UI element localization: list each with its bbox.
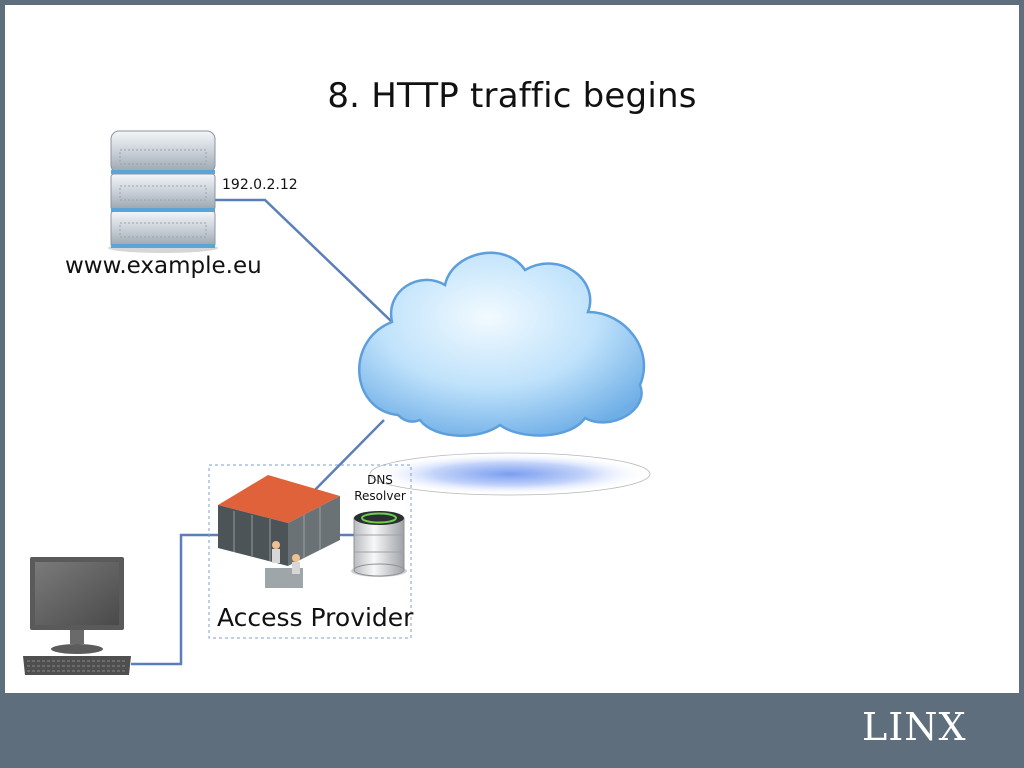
dns-label-line2: Resolver (354, 489, 406, 503)
web-server-icon (108, 130, 218, 253)
linx-logo-text: LINX (862, 705, 967, 749)
link-cloud-to-access-provider (304, 419, 385, 501)
dns-resolver-icon (351, 511, 407, 577)
slide-title: 8. HTTP traffic begins (327, 76, 697, 116)
link-client-to-access-provider (131, 533, 218, 666)
desktop-computer-icon (23, 557, 131, 675)
cloud-icon (358, 251, 646, 437)
linx-logo: LINX (862, 705, 967, 749)
server-ip-label: 192.0.2.12 (222, 177, 298, 193)
access-provider-frame (208, 464, 412, 639)
server-hostname-label: www.example.eu (65, 253, 262, 279)
link-server-to-cloud (214, 198, 393, 323)
access-provider-label: Access Provider (217, 603, 414, 632)
dns-label-line1: DNS (367, 473, 393, 487)
dns-resolver-label: DNS Resolver (350, 472, 410, 504)
footer-bar (0, 693, 1024, 768)
cloud-shadow (369, 452, 651, 496)
datacenter-icon (218, 475, 340, 588)
